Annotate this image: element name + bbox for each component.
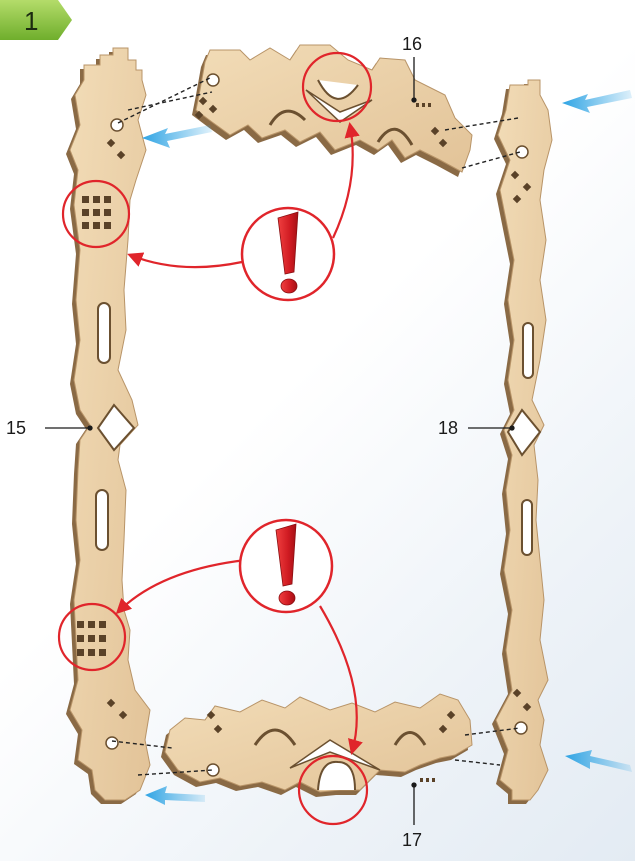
- side-panel-15: [66, 48, 150, 804]
- exclamation-icon: [242, 208, 334, 300]
- callout-17: 17: [402, 830, 422, 850]
- cross-panel-16: [192, 45, 472, 177]
- warning-arrows: [118, 125, 357, 752]
- callout-16: 16: [402, 34, 422, 54]
- callout-15: 15: [6, 418, 26, 438]
- connection-lines: [112, 78, 520, 775]
- cross-panel-17: [161, 694, 472, 797]
- side-panel-18: [492, 80, 552, 804]
- exclamation-icon: [240, 520, 332, 612]
- blue-arrow-icon: [142, 90, 632, 805]
- step-badge: 1: [0, 0, 72, 40]
- step-number: 1: [24, 6, 38, 36]
- callout-18: 18: [438, 418, 458, 438]
